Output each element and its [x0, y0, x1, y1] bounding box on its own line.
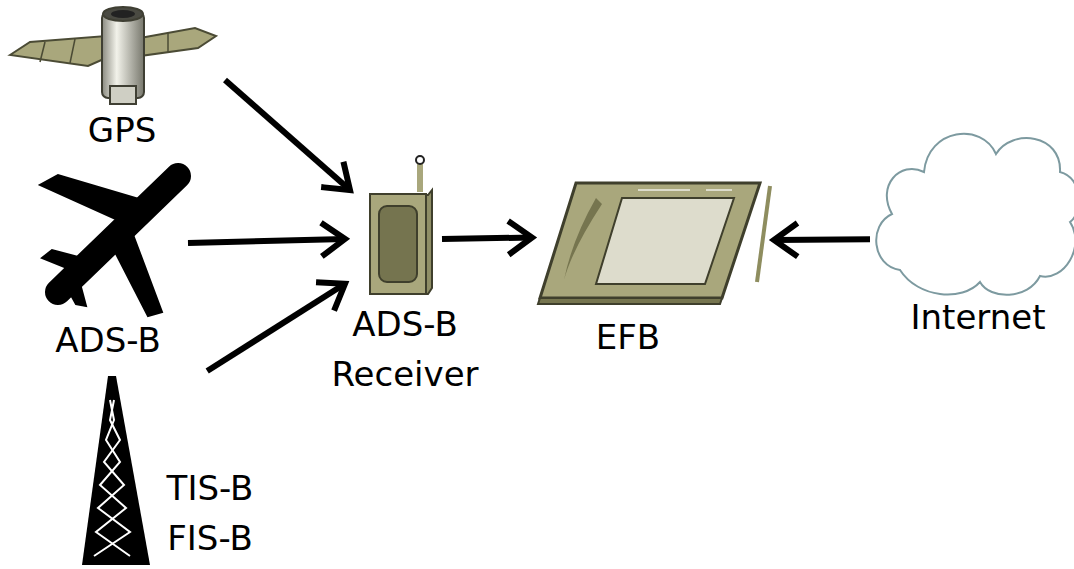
arrow-connector — [774, 225, 870, 255]
tablet-icon — [538, 183, 770, 304]
arrow-connector — [442, 223, 532, 253]
node-label: TIS-B FIS-B — [150, 463, 270, 563]
node-label: EFB — [596, 312, 660, 362]
node-label: ADS-B Receiver — [310, 299, 500, 399]
node-label: Internet — [910, 292, 1045, 342]
arrow-connector — [207, 282, 345, 371]
aircraft-node: ADS-B — [35, 165, 185, 315]
receiver-node: ADS-B Receiver — [365, 155, 432, 295]
satellite-node: GPS — [10, 5, 220, 105]
cloud-node: Internet — [872, 110, 1072, 300]
arrow-connector — [225, 80, 350, 190]
radio-tower-icon — [82, 376, 150, 565]
ground-station-node: TIS-B FIS-B — [78, 375, 268, 565]
node-label: GPS — [88, 105, 156, 155]
arrow-connector — [188, 224, 345, 254]
tablet-node: EFB — [540, 180, 772, 305]
airplane-icon — [40, 175, 178, 316]
receiver-icon — [370, 156, 432, 294]
cloud-icon — [876, 134, 1074, 295]
node-label: ADS-B — [55, 315, 160, 365]
satellite-icon — [10, 7, 216, 104]
